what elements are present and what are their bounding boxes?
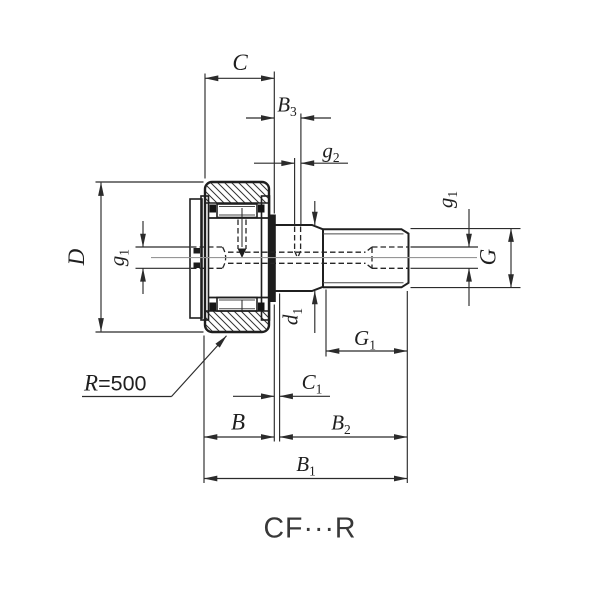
stud-flange <box>269 214 276 302</box>
dim-B-label: B <box>231 410 245 435</box>
cage-lines-top <box>219 206 255 216</box>
dim-G-label: G <box>476 248 501 265</box>
needle-roller-bottom <box>216 296 258 312</box>
dim-C-label: C <box>232 50 248 75</box>
dim-G1-label: G1 <box>354 326 376 353</box>
outer-ring-bore <box>206 202 268 312</box>
socket-edge-upper <box>193 248 200 254</box>
seal-bottom-left <box>209 302 216 311</box>
dim-d1-label: d1 <box>279 308 306 325</box>
socket-edge-lower <box>193 262 200 268</box>
dim-g1-left: g1 <box>105 221 190 294</box>
dim-G: G <box>410 228 521 289</box>
dim-B2: B2 <box>279 291 408 483</box>
outer-ring-hatch <box>205 182 269 332</box>
seal-top-right <box>258 204 265 213</box>
grease-hole-g2 <box>293 226 302 259</box>
grease-hole-drill-point <box>237 248 247 258</box>
dim-B: B <box>203 335 275 483</box>
dim-B1-label: B1 <box>296 452 316 479</box>
thread-section <box>323 228 410 289</box>
needle-roller-top <box>216 203 258 219</box>
dim-C1: C1 <box>233 293 330 442</box>
dim-g1-right: g1 <box>410 191 478 306</box>
dim-B3: B3 <box>246 93 331 225</box>
dim-D: D <box>64 181 204 333</box>
dim-g2: g2 <box>254 139 348 225</box>
hidden-details <box>191 219 409 269</box>
hex-socket-right <box>365 246 409 269</box>
dim-D-label: D <box>64 248 89 266</box>
dim-C: C <box>204 50 275 214</box>
part-number-caption: CF···R <box>263 513 356 545</box>
seal-bottom-right <box>258 302 265 311</box>
dim-G1: G1 <box>325 289 408 357</box>
dim-g1-right-label: g1 <box>434 191 461 208</box>
radius-callout: R=500 <box>82 335 227 398</box>
dim-C1-label: C1 <box>302 370 323 397</box>
axial-grease-hole <box>228 251 366 264</box>
dim-g2-label: g2 <box>322 139 339 166</box>
seal-top-left <box>209 204 216 213</box>
dim-B1: B1 <box>203 452 408 482</box>
radius-note-label: R=500 <box>83 371 147 396</box>
thread-minor-lines <box>323 233 404 284</box>
bearing-head <box>189 180 276 334</box>
dim-g1-left-label: g1 <box>105 249 132 266</box>
cage-lines-bottom <box>219 299 255 310</box>
end-washer <box>189 198 203 319</box>
grease-hole-inner <box>237 219 247 249</box>
dim-B3-label: B3 <box>277 93 297 120</box>
dim-B2-label: B2 <box>331 411 351 438</box>
dim-d1: d1 <box>279 201 318 333</box>
